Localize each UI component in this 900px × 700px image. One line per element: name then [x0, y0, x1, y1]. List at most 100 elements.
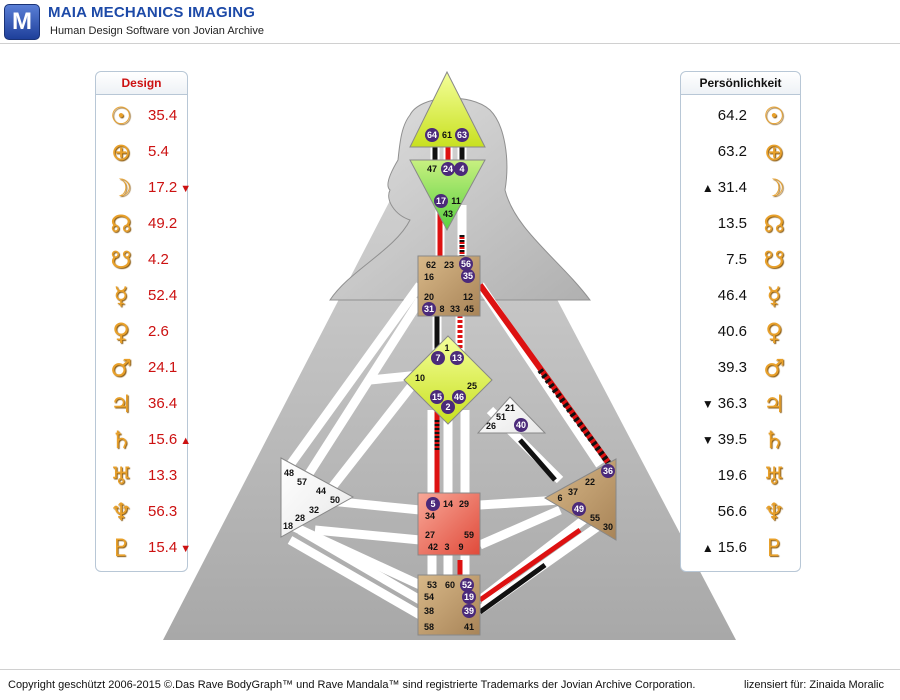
ajna-center[interactable]: 47 24 4 17 11 43 [409, 159, 486, 232]
earth-icon: ⊕ [110, 138, 132, 166]
gate-label: 15 [432, 392, 442, 402]
gate-label: 29 [459, 499, 469, 509]
pers-value: 56.6 [717, 503, 747, 520]
design-value: 5.4 [148, 143, 169, 160]
pers-row-neptune[interactable]: 56.6♆ [681, 497, 800, 527]
arrow-down-icon: ▼ [180, 543, 192, 555]
gate-label: 44 [316, 486, 326, 496]
design-panel: Design ☉35.4 ⊕5.4 ☽17.2▼ ☊49.2 ☋4.2 ☿52.… [95, 71, 191, 572]
root-center[interactable]: 53 60 52 54 19 38 39 58 41 [417, 574, 481, 636]
design-value: 15.4▼ [148, 539, 192, 556]
pers-row-jupiter[interactable]: ▼36.3 ♃ [681, 389, 800, 419]
gate-label: 3 [444, 542, 449, 552]
copyright-text: Copyright geschützt 2006-2015 ©.Das Rave… [8, 679, 696, 691]
head-center[interactable]: 64 61 63 [409, 70, 486, 148]
pers-row-venus[interactable]: 40.6♀ [681, 317, 800, 347]
solar-plexus-center[interactable]: 36 22 37 6 49 55 30 [543, 458, 617, 541]
design-value: 2.6 [148, 323, 169, 340]
pers-row-earth[interactable]: 63.2⊕ [681, 137, 800, 167]
pers-row-mercury[interactable]: 46.4☿ [681, 281, 800, 311]
throat-center[interactable]: 62 23 56 16 35 20 12 31 8 33 45 [417, 255, 481, 317]
gate-label: 18 [283, 521, 293, 531]
gate-label: 5 [430, 499, 435, 509]
ego-center[interactable]: 21 51 26 40 [476, 396, 547, 434]
pers-row-south-node[interactable]: 7.5☋ [681, 245, 800, 275]
pers-value: ▼39.5 [701, 431, 747, 448]
gate-label: 33 [450, 304, 460, 314]
footer: Copyright geschützt 2006-2015 ©.Das Rave… [0, 669, 900, 700]
design-row-mercury[interactable]: ☿52.4 [96, 281, 187, 311]
pers-row-north-node[interactable]: 13.5☊ [681, 209, 800, 239]
gate-label: 6 [557, 493, 562, 503]
design-value: 49.2 [148, 215, 178, 232]
gate-label: 52 [462, 580, 472, 590]
pers-value: 40.6 [717, 323, 747, 340]
design-row-neptune[interactable]: ♆56.3 [96, 497, 187, 527]
gate-label: 24 [443, 164, 453, 174]
gate-label: 4 [459, 164, 464, 174]
gate-label: 20 [424, 292, 434, 302]
gate-label: 11 [451, 196, 461, 206]
spleen-center[interactable]: 48 57 44 50 32 28 18 [280, 457, 355, 538]
design-row-south-node[interactable]: ☋4.2 [96, 245, 187, 275]
g-center[interactable]: 1 7 13 10 25 15 46 2 [403, 335, 493, 425]
north-node-icon: ☊ [763, 210, 785, 238]
gate-label: 19 [464, 592, 474, 602]
pers-row-uranus[interactable]: 19.6 ♅ [681, 461, 800, 491]
pers-row-saturn[interactable]: ▼39.5 ♄ [681, 425, 800, 455]
design-row-uranus[interactable]: ♅13.3 [96, 461, 187, 491]
pers-value: 19.6 [717, 467, 747, 484]
pers-row-pluto[interactable]: ▲15.6♇ [681, 533, 800, 563]
design-row-saturn[interactable]: ♄15.6▲ [96, 425, 191, 455]
arrow-down-icon: ▼ [701, 433, 714, 447]
sacral-center[interactable]: 5 14 29 34 27 59 42 3 9 [417, 492, 481, 556]
design-row-pluto[interactable]: ♇15.4▼ [96, 533, 191, 563]
gate-label: 57 [297, 477, 307, 487]
venus-icon: ♀ [112, 318, 130, 346]
design-row-earth[interactable]: ⊕ 5.4 [96, 137, 187, 167]
uranus-icon: ♅ [110, 462, 132, 490]
pers-value: ▼36.3 [701, 395, 747, 412]
gate-label: 38 [424, 606, 434, 616]
gate-label: 37 [568, 487, 578, 497]
pers-row-sun[interactable]: 64.2☉ [681, 101, 800, 131]
design-row-venus[interactable]: ♀ 2.6 [96, 317, 187, 347]
design-row-moon[interactable]: ☽17.2▼ [96, 173, 191, 203]
design-row-mars[interactable]: ♂24.1 [96, 353, 187, 383]
gate-label: 28 [295, 513, 305, 523]
gate-label: 13 [452, 353, 462, 363]
moon-icon: ☽ [110, 174, 132, 202]
arrow-down-icon: ▼ [180, 183, 192, 195]
personality-panel: Persönlichkeit 64.2☉ 63.2⊕ ▲31.4☽ 13.5☊ … [680, 71, 801, 572]
gate-label: 36 [603, 466, 613, 476]
mars-icon: ♂ [110, 354, 132, 382]
jupiter-icon: ♃ [110, 390, 132, 418]
gate-label: 25 [467, 381, 477, 391]
design-row-sun[interactable]: ☉35.4 [96, 101, 187, 131]
design-row-jupiter[interactable]: ♃36.4 [96, 389, 187, 419]
jupiter-icon: ♃ [763, 390, 785, 418]
south-node-icon: ☋ [763, 246, 785, 274]
gate-label: 53 [427, 580, 437, 590]
pers-value: ▲31.4 [701, 179, 747, 196]
saturn-icon: ♄ [763, 426, 785, 454]
design-row-north-node[interactable]: ☊49.2 [96, 209, 187, 239]
pers-row-moon[interactable]: ▲31.4☽ [681, 173, 800, 203]
gate-label: 12 [463, 292, 473, 302]
pluto-icon: ♇ [763, 534, 785, 562]
gate-label: 63 [457, 130, 467, 140]
neptune-icon: ♆ [110, 498, 132, 526]
pers-row-mars[interactable]: 39.3♂ [681, 353, 800, 383]
app-title: MAIA MECHANICS IMAGING [48, 4, 256, 21]
gate-label: 30 [603, 522, 613, 532]
south-node-icon: ☋ [110, 246, 132, 274]
mars-icon: ♂ [763, 354, 785, 382]
gate-label: 10 [415, 373, 425, 383]
app-subtitle: Human Design Software von Jovian Archive [50, 25, 264, 37]
uranus-icon: ♅ [763, 462, 785, 490]
gate-label: 34 [425, 511, 435, 521]
gate-label: 22 [585, 477, 595, 487]
gate-label: 58 [424, 622, 434, 632]
gate-label: 49 [574, 504, 584, 514]
